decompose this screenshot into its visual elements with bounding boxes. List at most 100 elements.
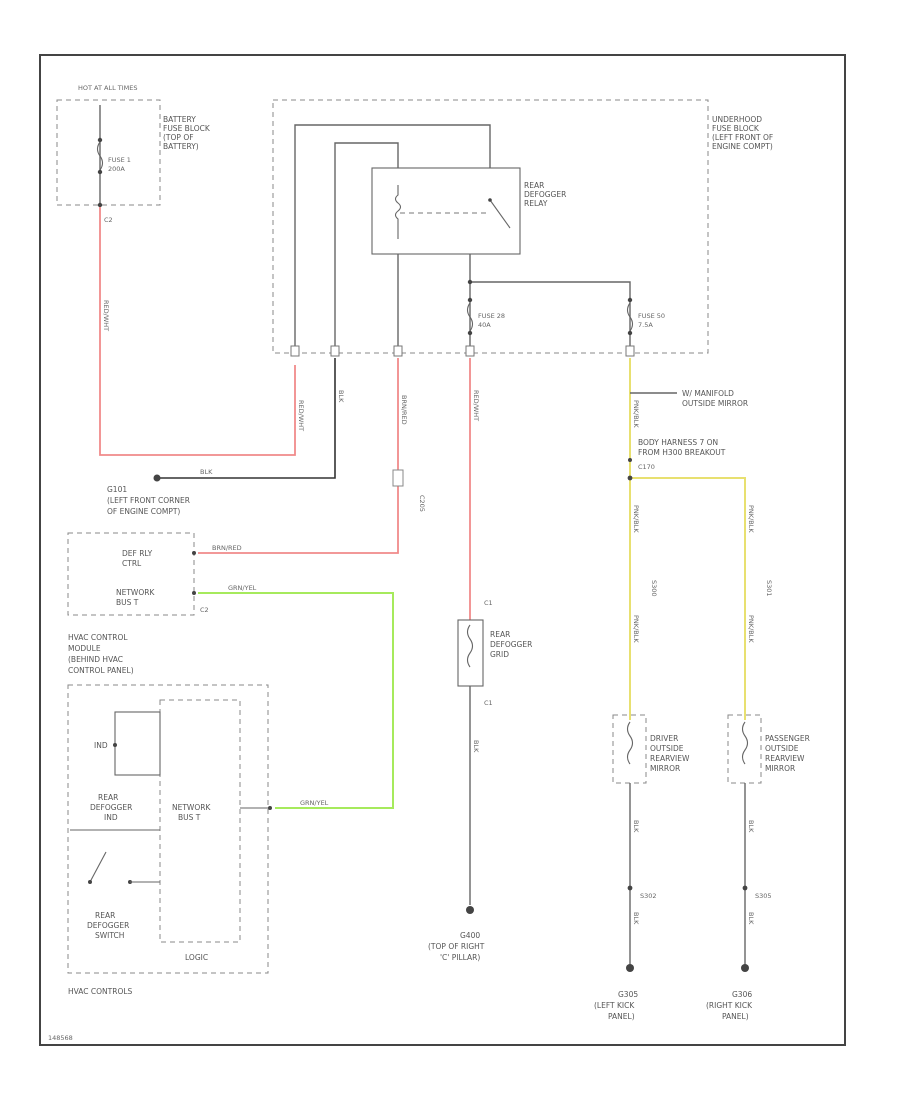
- relay-coil: [394, 185, 402, 239]
- defog-ind-label-2: DEFOGGER: [90, 803, 132, 812]
- hvac-pin-network-1: NETWORK: [116, 588, 155, 597]
- network-bus-label-1: NETWORK: [172, 803, 211, 812]
- harness-note-3: C170: [638, 463, 655, 471]
- pnk-blk-wire-mirror-feed: [629, 358, 746, 720]
- splice-s302: S302: [640, 892, 657, 900]
- relay-label-3: RELAY: [524, 199, 548, 208]
- battery-block-label-1: BATTERY: [163, 115, 196, 124]
- battery-block-label-4: BATTERY): [163, 142, 199, 151]
- underhood-label-2: FUSE BLOCK: [712, 124, 760, 133]
- red-wht-wire-battery: [99, 207, 296, 456]
- network-bus-label-2: BUS T: [178, 813, 201, 822]
- switch-label-1: REAR: [95, 911, 115, 920]
- underhood-label-1: UNDERHOOD: [712, 115, 762, 124]
- relay-feed-red: [294, 124, 491, 350]
- ground-g305-label-1: (LEFT KICK: [594, 1001, 635, 1010]
- wire-label-pnk-blk-5: PNK/BLK: [747, 615, 755, 643]
- hvac-controls-box: [67, 684, 269, 974]
- wire-label-brn-red-1: BRN/RED: [400, 395, 408, 425]
- connector-s301: S301: [765, 580, 773, 597]
- underhood-label-4: ENGINE COMPT): [712, 142, 773, 151]
- hvac-module-label-2: MODULE: [68, 644, 101, 653]
- ground-g101-symbol: [153, 474, 161, 482]
- footer-code: 148568: [48, 1034, 73, 1042]
- ground-g306-label-1: (RIGHT KICK: [706, 1001, 753, 1010]
- wire-label-blk-driver-2: BLK: [632, 912, 640, 925]
- wire-label-red-wht-1: RED/WHT: [102, 300, 110, 331]
- ind-label: IND: [94, 741, 108, 750]
- relay-label-2: DEFOGGER: [524, 190, 566, 199]
- battery-block-label-3: (TOP OF: [163, 133, 194, 142]
- harness-note-2: FROM H300 BREAKOUT: [638, 448, 726, 457]
- diagram-frame: [39, 54, 846, 1046]
- connector-c205: C205: [418, 495, 426, 512]
- rear-defogger-relay: [371, 167, 521, 255]
- wire-label-red-wht-3: RED/WHT: [472, 390, 480, 421]
- fuse-bus: [470, 281, 631, 350]
- connector-c2-hvac: C2: [200, 606, 209, 614]
- splice-s305: S305: [755, 892, 772, 900]
- ground-g306-symbol: [741, 964, 749, 972]
- wire-label-pnk-blk-4: PNK/BLK: [632, 615, 640, 643]
- harness-note-1: BODY HARNESS 7 ON: [638, 438, 718, 447]
- wire-label-brn-red-2: BRN/RED: [212, 544, 242, 552]
- ground-g400-id: G400: [460, 931, 480, 940]
- hvac-module-label-4: CONTROL PANEL): [68, 666, 134, 675]
- driver-mirror-label-4: MIRROR: [650, 764, 680, 773]
- grid-label-3: GRID: [490, 650, 509, 659]
- connector-c1-grid-top: C1: [484, 599, 493, 607]
- ground-g306-label-2: PANEL): [722, 1012, 749, 1021]
- ind-box: [114, 711, 161, 776]
- brn-red-wire-relay-ctrl: [198, 358, 399, 554]
- underhood-label-3: (LEFT FRONT OF: [712, 133, 773, 142]
- wire-label-pnk-blk-3: PNK/BLK: [747, 505, 755, 533]
- passenger-mirror-label-2: OUTSIDE: [765, 744, 799, 753]
- defog-ind-label-1: REAR: [98, 793, 118, 802]
- fuse-28-label-1: FUSE 28: [478, 312, 505, 320]
- mirror-note-2: OUTSIDE MIRROR: [682, 399, 748, 408]
- fuse-28-symbol: [466, 302, 474, 332]
- underhood-fuse-block: [272, 99, 709, 354]
- ground-g101-label-1: (LEFT FRONT CORNER: [107, 496, 190, 505]
- driver-mirror-label-3: REARVIEW: [650, 754, 690, 763]
- fuse-28-label-2: 40A: [478, 321, 491, 329]
- ground-g305-label-2: PANEL): [608, 1012, 635, 1021]
- ground-g306-id: G306: [732, 990, 752, 999]
- ground-g305-symbol: [626, 964, 634, 972]
- hvac-logic-box: [159, 699, 241, 943]
- wire-label-blk-passenger-2: BLK: [747, 912, 755, 925]
- driver-mirror-label-2: OUTSIDE: [650, 744, 684, 753]
- wire-label-grn-yel-1: GRN/YEL: [228, 584, 257, 592]
- fuse-50-label-1: FUSE 50: [638, 312, 665, 320]
- ground-g400-symbol: [466, 906, 474, 914]
- ground-g400-label-1: (TOP OF RIGHT: [428, 942, 485, 951]
- hvac-pin-def-rly-2: CTRL: [122, 559, 142, 568]
- wire-label-blk-driver: BLK: [632, 820, 640, 833]
- ground-g101-id: G101: [107, 485, 127, 494]
- driver-mirror-box: [612, 714, 647, 784]
- wire-label-red-wht-2: RED/WHT: [297, 400, 305, 431]
- hvac-module-label-3: (BEHIND HVAC: [68, 655, 123, 664]
- battery-fuse-block: [56, 99, 161, 206]
- wire-label-grn-yel-2: GRN/YEL: [300, 799, 329, 807]
- hvac-controls-label: HVAC CONTROLS: [68, 987, 133, 996]
- relay-contact: [489, 199, 511, 229]
- fuse-1-top-terminal: [97, 137, 103, 143]
- wire-label-blk-1: BLK: [200, 468, 213, 476]
- relay-label-1: REAR: [524, 181, 544, 190]
- fuse-50-label-2: 7.5A: [638, 321, 653, 329]
- fuse-50-symbol: [626, 302, 634, 332]
- driver-mirror-heater: [626, 721, 634, 765]
- connector-c1-grid-bottom: C1: [484, 699, 493, 707]
- grid-label-1: REAR: [490, 630, 510, 639]
- fuse-1-symbol: [96, 141, 104, 171]
- wire-label-blk-2: BLK: [337, 390, 345, 403]
- connector-s300: S300: [650, 580, 658, 597]
- hvac-pin-network-2: BUS T: [116, 598, 139, 607]
- passenger-mirror-label-3: REARVIEW: [765, 754, 805, 763]
- mirror-note-1: W/ MANIFOLD: [682, 389, 734, 398]
- hot-at-all-times-label: HOT AT ALL TIMES: [78, 84, 138, 92]
- hvac-module-label-1: HVAC CONTROL: [68, 633, 128, 642]
- hvac-pin-def-rly-1: DEF RLY: [122, 549, 153, 558]
